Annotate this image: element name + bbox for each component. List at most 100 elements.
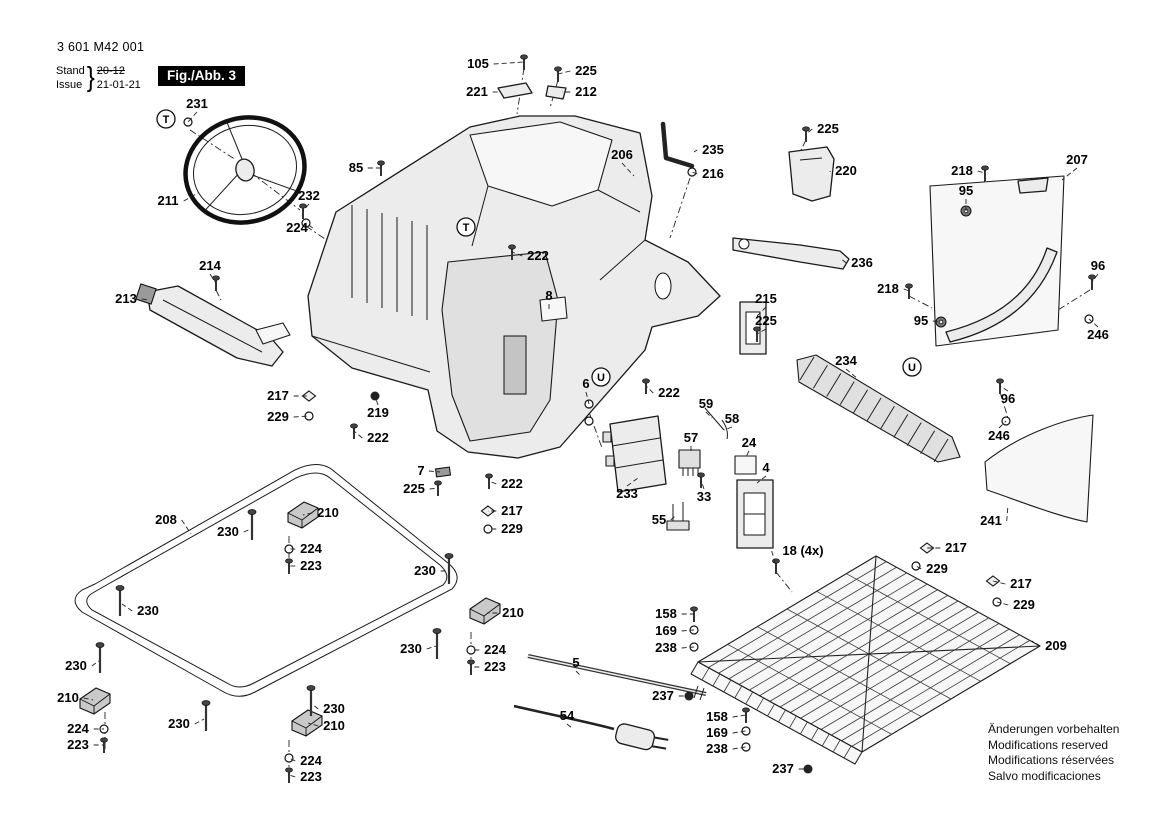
callout-label: 225 [755,313,777,328]
leader-line [428,470,441,473]
callout-label: 220 [835,163,857,178]
leader-line [293,415,310,418]
callout-label: 235 [702,142,724,157]
callout-label: 238 [706,741,728,756]
bracket-220 [788,146,835,202]
base-frame-208 [74,464,458,697]
leader-line [756,328,767,335]
callout-label: 4 [762,460,770,475]
callout-label: 223 [67,737,89,752]
leader-line [732,746,747,750]
leader-line [288,757,296,762]
leader-line [305,222,313,229]
callout-label: 95 [959,183,973,198]
leader-line [121,603,133,612]
modifications-note: Änderungen vorbehalten Modifications res… [988,722,1119,784]
callout-label: 224 [300,541,322,556]
callout-label: 230 [168,716,190,731]
callout-label: 224 [67,721,89,736]
callout-label: 237 [652,688,674,703]
leader-line [626,477,639,487]
issue-block: Stand Issue } 20-12 21-01-21 [56,64,141,92]
leader-line [488,480,497,485]
leader-line [700,479,705,490]
callout-label: 241 [980,513,1002,528]
leader-line [353,430,363,439]
leader-line [1091,273,1099,283]
callout-label: 222 [658,385,680,400]
wrench-236 [732,237,850,270]
slide-piece-221 [497,82,533,99]
leader-line [302,203,310,212]
callout-label: 209 [1045,638,1067,653]
callout-label: 233 [616,486,638,501]
leader-line [426,645,437,650]
callout-label: 230 [323,701,345,716]
callout-label: 105 [467,56,489,71]
callout-label: 210 [57,690,79,705]
leader-line [243,528,252,533]
callout-label: 222 [367,430,389,445]
callout-label: 229 [1013,597,1035,612]
callout-label: 246 [1087,327,1109,342]
callout-label: 211 [158,193,179,208]
callout-label: 7 [417,463,424,478]
callout-label: 222 [527,248,549,263]
callout-label: 57 [684,430,698,445]
note-fr: Modifications réservées [988,753,1115,767]
callout-label: 217 [1010,576,1032,591]
leader-line [209,273,217,284]
leader-line [1031,640,1041,647]
callout-label: 225 [403,481,425,496]
leader-line [705,411,713,419]
wires-58-59 [704,407,728,440]
washer-6b [584,416,594,426]
callout-label: 8 [545,288,552,303]
leader-line [771,550,777,567]
callout-label: 223 [300,769,322,784]
frame-clips-210 [79,501,501,737]
document-number: 3 601 M42 001 [57,40,145,54]
leader-line [1088,318,1099,328]
connector-24 [734,455,757,475]
callout-label: 236 [851,255,873,270]
leader-line [932,320,942,323]
leader-line [288,774,296,778]
view-marker: T [156,109,176,129]
callout-label: 218 [951,163,973,178]
leader-line [745,450,750,458]
leader-line [732,714,747,718]
leader-line [839,257,847,264]
switch-box-233 [602,415,667,493]
callout-label: 218 [877,281,899,296]
leader-line [566,723,573,729]
callout-label: 85 [349,160,363,175]
callout-label: 210 [323,718,345,733]
leader-line [681,646,695,649]
callout-label: 55 [652,512,666,527]
callout-label: 158 [655,606,677,621]
callout-label: 33 [697,489,711,504]
switch-4 [736,479,774,549]
callout-label: 238 [655,640,677,655]
callout-label: 96 [1001,391,1015,406]
leader-line [693,149,698,153]
leader-line [511,251,523,257]
leader-line [194,718,205,725]
leader-line [723,426,733,431]
callout-label: 216 [702,166,724,181]
callout-label: 18 (4x) [782,543,823,558]
callout-label: 169 [706,725,728,740]
callout-label: 217 [267,388,289,403]
handwheel [183,115,307,225]
leader-line [83,697,94,701]
view-marker: U [591,367,611,387]
pin-7 [434,466,452,478]
callout-label: 223 [484,659,506,674]
callout-label: 213 [115,291,137,306]
leader-line [557,70,571,75]
callout-label: 219 [367,405,389,420]
allen-key-235 [660,121,695,169]
connector-57 [678,449,701,476]
